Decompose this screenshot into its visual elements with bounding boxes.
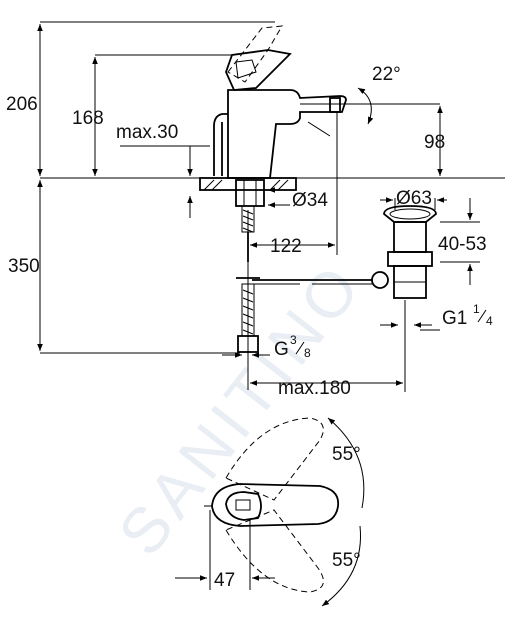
dim-350: 350	[8, 256, 40, 277]
deck-section	[199, 177, 297, 353]
faucet-top-view	[204, 417, 340, 593]
dim-g38-numerator: 3	[290, 333, 297, 347]
dim-206: 206	[6, 94, 38, 115]
dim-angle-55-bottom: 55°	[332, 550, 361, 571]
dimension-lines	[37, 24, 473, 607]
dim-g38-main: G	[274, 339, 289, 360]
dimension-labels: 206 168 max.30 22° 98 Ø34 Ø63 40-53 350 …	[6, 64, 493, 591]
dim-47: 47	[214, 570, 235, 591]
dim-d34: Ø34	[292, 190, 328, 211]
dim-max30: max.30	[116, 122, 178, 143]
dim-122: 122	[270, 236, 302, 257]
waste-fitting	[252, 205, 437, 299]
dim-98: 98	[424, 132, 445, 153]
watermark-text: SANITINO	[104, 248, 376, 568]
dim-angle-55-top: 55°	[332, 444, 361, 465]
dim-40-53: 40-53	[438, 234, 487, 255]
faucet-side-view	[213, 25, 347, 179]
dim-max180: max.180	[278, 378, 351, 399]
dim-168: 168	[72, 108, 104, 129]
dim-g1-denominator: 4	[486, 314, 493, 328]
dim-g1-main: G1	[442, 308, 467, 329]
dim-g1-numerator: 1	[473, 302, 480, 316]
dim-d63: Ø63	[396, 188, 432, 209]
dim-g38-denominator: 8	[304, 346, 311, 360]
dim-angle-22: 22°	[372, 64, 401, 85]
